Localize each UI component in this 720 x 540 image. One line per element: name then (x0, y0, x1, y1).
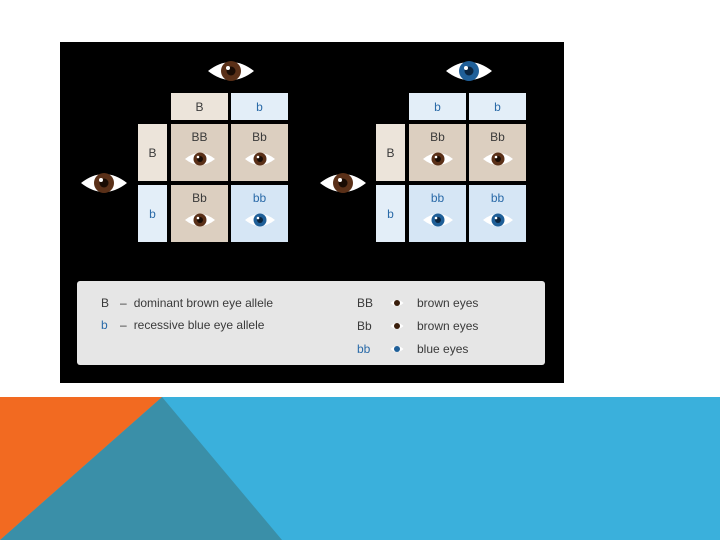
blue-eye-icon (390, 346, 404, 352)
allele-symbol: b (101, 318, 108, 332)
right-col-header: b (409, 93, 466, 120)
right-cell-bb-lower: bb (409, 185, 466, 242)
genotype-label: bb (490, 191, 505, 205)
left-col-header: b (231, 93, 288, 120)
blue-eye-icon (423, 213, 453, 227)
legend-phenotype: brown eyes (417, 319, 479, 333)
legend-allele-row: B – dominant brown eye allele (101, 296, 273, 310)
right-row-header: B (376, 124, 405, 181)
brown-eye-icon (483, 152, 513, 166)
left-col-header: B (171, 93, 228, 120)
brown-eye-icon (185, 152, 215, 166)
brown-eye-icon (390, 300, 404, 306)
legend-dash: – (120, 318, 127, 332)
left-row-header: b (138, 185, 167, 242)
brown-eye-icon (185, 213, 215, 227)
left-row-header: B (138, 124, 167, 181)
genotype-label: Bb (430, 130, 445, 144)
legend-genotype: BB (357, 296, 374, 310)
genotype-label: Bb (490, 130, 505, 144)
left-cell-bb-upper: BB (171, 124, 228, 181)
orange-triangle (0, 397, 162, 540)
allele-description: dominant brown eye allele (133, 296, 274, 310)
right-cell-bb-mixed: Bb (409, 124, 466, 181)
legend-genotype: Bb (357, 319, 372, 333)
legend-dash: – (120, 296, 127, 310)
brown-eye-icon (423, 152, 453, 166)
brown-eye-icon (81, 173, 127, 193)
right-col-header: b (469, 93, 526, 120)
brown-eye-icon (245, 152, 275, 166)
brown-eye-icon (390, 323, 404, 329)
legend-phenotype: blue eyes (417, 342, 469, 356)
legend-genotype: bb (357, 342, 371, 356)
legend-box: B – dominant brown eye allele b – recess… (77, 281, 545, 365)
left-cell-bb-mixed: Bb (231, 124, 288, 181)
allele-description: recessive blue eye allele (133, 318, 265, 332)
genotype-label: Bb (192, 191, 207, 205)
brown-eye-icon (208, 61, 254, 81)
blue-eye-icon (245, 213, 275, 227)
blue-eye-icon (446, 61, 492, 81)
teal-triangle (0, 397, 282, 540)
legend-phenotype: brown eyes (417, 296, 479, 310)
brown-eye-icon (320, 173, 366, 193)
slide-decor-band (0, 397, 720, 540)
right-cell-bb-mixed: Bb (469, 124, 526, 181)
genotype-label: bb (252, 191, 267, 205)
allele-symbol: B (101, 296, 110, 310)
genotype-label: bb (430, 191, 445, 205)
blue-eye-icon (483, 213, 513, 227)
genotype-label: BB (191, 130, 208, 144)
right-row-header: b (376, 185, 405, 242)
genotype-label: Bb (252, 130, 267, 144)
legend-allele-row: b – recessive blue eye allele (101, 318, 264, 332)
right-cell-bb-lower: bb (469, 185, 526, 242)
left-cell-bb-mixed: Bb (171, 185, 228, 242)
left-cell-bb-lower: bb (231, 185, 288, 242)
